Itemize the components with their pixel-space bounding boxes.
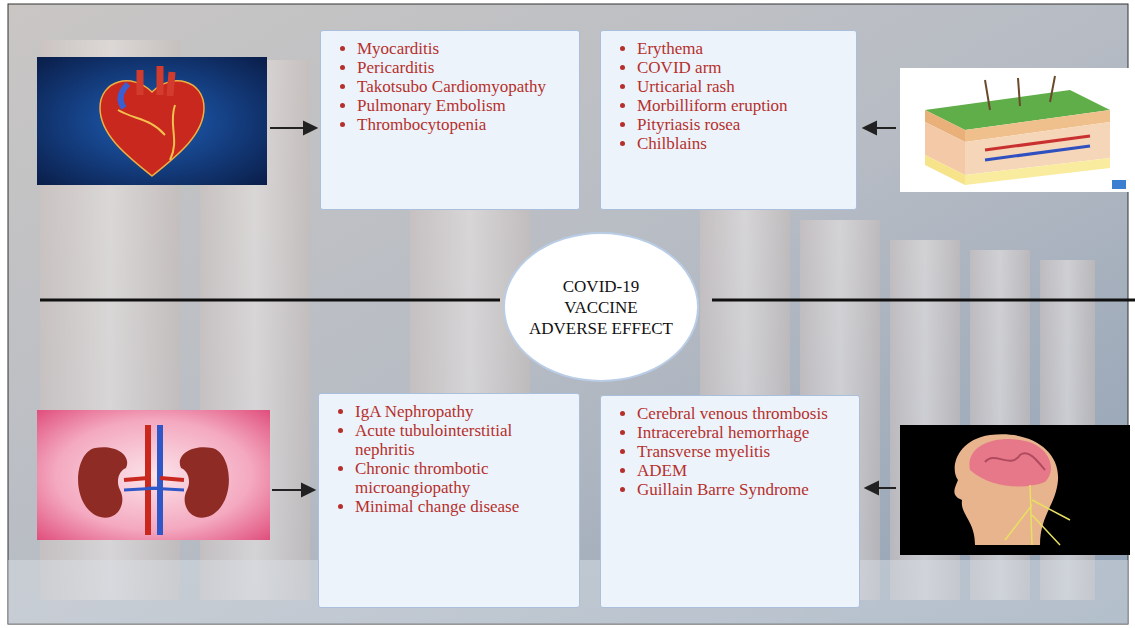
effect-list: IgA NephropathyAcute tubulointerstitial … [327, 402, 569, 516]
ellipse-text-wrap: COVID-19 VACCINE ADVERSE EFFECT [527, 276, 676, 339]
effect-item: Chilblains [637, 134, 846, 153]
effect-item: Pulmonary Embolism [357, 96, 569, 115]
brain-image [900, 425, 1130, 555]
effect-item: Minimal change disease [355, 497, 569, 516]
skin-image [900, 68, 1130, 192]
effect-item: Pericarditis [357, 58, 569, 77]
effect-item: Cerebral venous thrombosis [637, 404, 849, 423]
effect-item: Morbilliform eruption [637, 96, 846, 115]
effect-item: Guillain Barre Syndrome [637, 480, 849, 499]
effect-item: Acute tubulointerstitial nephritis [355, 421, 569, 459]
effect-item: Transverse myelitis [637, 442, 849, 461]
center-title: COVID-19 VACCINE ADVERSE EFFECT [527, 276, 676, 339]
effect-list: MyocarditisPericarditisTakotsubo Cardiom… [329, 39, 569, 134]
effect-item: Intracerebral hemorrhage [637, 423, 849, 442]
effect-item: Thrombocytopenia [357, 115, 569, 134]
center-ellipse: COVID-19 VACCINE ADVERSE EFFECT [503, 232, 700, 382]
effect-item: Urticarial rash [637, 77, 846, 96]
effect-item: Pityriasis rosea [637, 115, 846, 134]
effect-item: COVID arm [637, 58, 846, 77]
effect-list: Cerebral venous thrombosisIntracerebral … [609, 404, 849, 499]
effect-item: Chronic thrombotic microangiopathy [355, 459, 569, 497]
effect-item: ADEM [637, 461, 849, 480]
skin-effects-box: ErythemaCOVID armUrticarial rashMorbilli… [600, 30, 857, 210]
kidney-image [37, 410, 270, 540]
effect-list: ErythemaCOVID armUrticarial rashMorbilli… [609, 39, 846, 153]
effect-item: IgA Nephropathy [355, 402, 569, 421]
effect-item: Erythema [637, 39, 846, 58]
effect-item: Takotsubo Cardiomyopathy [357, 77, 569, 96]
heart-effects-box: MyocarditisPericarditisTakotsubo Cardiom… [320, 30, 580, 210]
kidney-effects-box: IgA NephropathyAcute tubulointerstitial … [318, 393, 580, 608]
brain-effects-box: Cerebral venous thrombosisIntracerebral … [600, 395, 860, 608]
heart-image [37, 57, 267, 185]
effect-item: Myocarditis [357, 39, 569, 58]
